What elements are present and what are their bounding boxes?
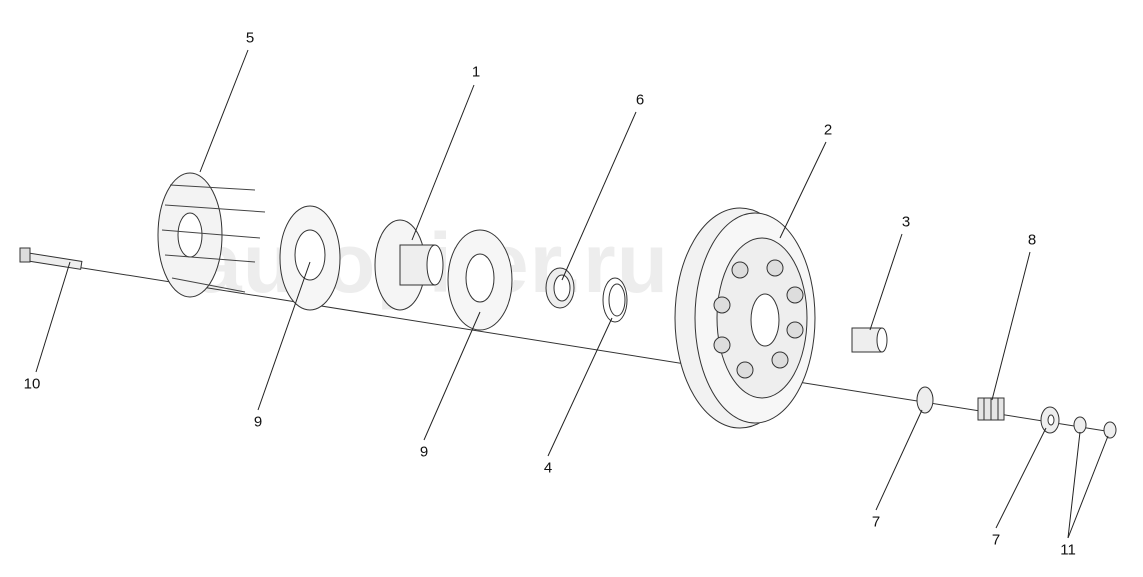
callout-8: 8 [1027, 231, 1037, 249]
pulley-part-2 [674, 207, 816, 429]
plate-part-9a [279, 205, 341, 311]
callout-9a: 9 [253, 413, 263, 431]
callout-10: 10 [23, 375, 41, 393]
bushing-part-3 [851, 327, 888, 353]
callout-2: 2 [823, 121, 833, 139]
bolt-part-10 [19, 247, 83, 270]
callout-6: 6 [635, 91, 645, 109]
callout-7b: 7 [991, 531, 1001, 549]
flange-part-1 [374, 219, 444, 311]
callout-9b: 9 [419, 443, 429, 461]
spring-part-8 [977, 397, 1005, 421]
nut-part-11b [1103, 421, 1117, 439]
leader-lines [35, 49, 1109, 539]
nut-part-11a [1073, 416, 1087, 434]
callout-1: 1 [471, 63, 481, 81]
plate-part-9b [447, 229, 513, 331]
hub-part-5 [157, 172, 266, 298]
callout-3: 3 [901, 213, 911, 231]
callout-11: 11 [1060, 541, 1076, 559]
ring-part-4 [602, 277, 628, 323]
washer-part-7a [916, 386, 934, 414]
callout-5: 5 [245, 29, 255, 47]
ring-part-6 [545, 267, 575, 309]
callout-4: 4 [543, 459, 553, 477]
callout-7a: 7 [871, 513, 881, 531]
washer-part-7b [1040, 406, 1060, 434]
